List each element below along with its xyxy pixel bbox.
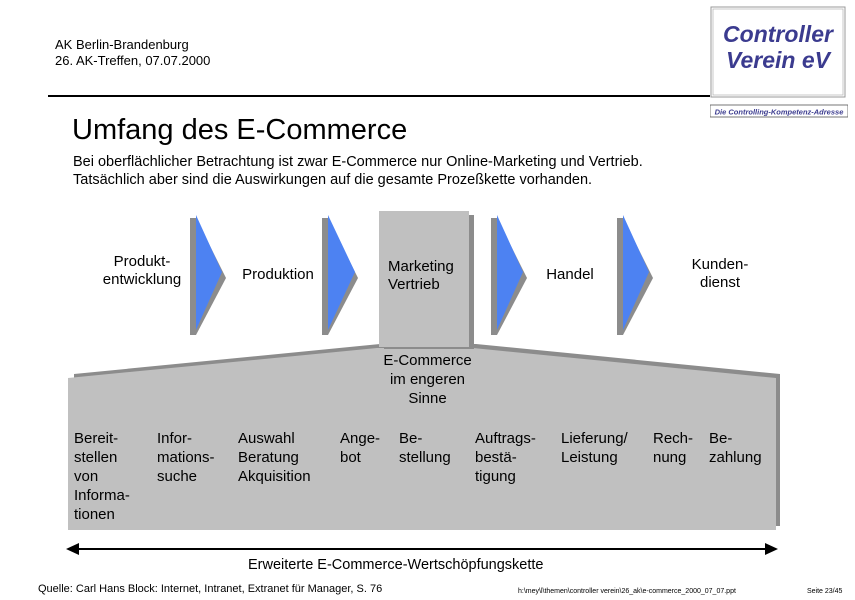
step-1-line-5: tionen <box>74 506 115 523</box>
stage-produktentwicklung: Produkt- entwicklung <box>92 253 192 289</box>
page-title: Umfang des E-Commerce <box>72 114 408 146</box>
process-arrows <box>190 215 653 335</box>
step-1-line-3: von <box>74 468 99 485</box>
footer-file-path: h:\mey\l\themen\controller verein\26_ak\… <box>518 588 736 595</box>
stage-handel: Handel <box>538 266 602 284</box>
step-bezahlung: Be- zahlung <box>709 429 762 467</box>
arrow-2 <box>322 215 358 335</box>
header-line-1: AK Berlin-Brandenburg <box>55 37 189 52</box>
step-8-line-2: nung <box>653 449 687 466</box>
ecommerce-narrow-label: E-Commerce im engeren Sinne <box>370 351 485 408</box>
stage-kundendienst: Kunden- dienst <box>676 256 764 292</box>
step-lieferung: Lieferung/ Leistung <box>561 429 628 467</box>
controller-verein-logo: Controller Verein eV <box>710 6 846 98</box>
logo-tagline-banner: Die Controlling-Kompetenz-Adresse <box>710 104 848 118</box>
ecommerce-narrow-line-1: E-Commerce <box>383 352 472 369</box>
broad-ecommerce-area <box>68 348 776 530</box>
logo-tagline: Die Controlling-Kompetenz-Adresse <box>715 108 844 117</box>
step-7-line-1: Lieferung/ <box>561 430 628 447</box>
step-3-line-2: Beratung <box>238 449 299 466</box>
step-6-line-3: tigung <box>475 468 516 485</box>
stage-1-line-2: entwicklung <box>102 271 182 288</box>
step-3-line-3: Akquisition <box>238 468 311 485</box>
marketing-column <box>379 211 469 347</box>
step-informationssuche: Infor- mations- suche <box>157 429 215 486</box>
step-bestellung: Be- stellung <box>399 429 451 467</box>
step-1-line-2: stellen <box>74 449 118 466</box>
logo-text-2: Verein eV <box>726 47 832 73</box>
step-rechnung: Rech- nung <box>653 429 693 467</box>
stage-5-line-2: dienst <box>699 274 741 291</box>
step-bereitstellen: Bereit- stellen von Informa- tionen <box>74 429 130 524</box>
step-2-line-3: suche <box>157 468 198 485</box>
footer-page-number: Seite 23/45 <box>807 588 843 595</box>
intro-line-1: Bei oberflächlicher Betrachtung ist zwar… <box>73 154 643 170</box>
stage-3-line-1: Marketing <box>388 258 454 275</box>
stage-5-line-1: Kunden- <box>691 256 749 273</box>
footer-source: Quelle: Carl Hans Block: Internet, Intra… <box>38 583 383 595</box>
step-4-line-1: Ange- <box>340 430 381 447</box>
step-8-line-1: Rech- <box>653 430 694 447</box>
step-6-line-2: bestä- <box>475 449 517 466</box>
step-1-line-1: Bereit- <box>74 430 119 447</box>
step-auftragsbestaetigung: Auftrags- bestä- tigung <box>475 429 536 486</box>
arrow-3 <box>491 215 527 335</box>
step-angebot: Ange- bot <box>340 429 380 467</box>
stage-marketing-vertrieb: Marketing Vertrieb <box>388 258 468 294</box>
step-9-line-2: zahlung <box>709 449 762 466</box>
step-6-line-1: Auftrags- <box>475 430 536 447</box>
ecommerce-narrow-line-2: im engeren <box>389 371 466 388</box>
step-5-line-1: Be- <box>399 430 423 447</box>
value-chain-label: Erweiterte E-Commerce-Wertschöpfungskett… <box>248 557 544 573</box>
stage-2-line-1: Produktion <box>242 266 314 283</box>
ecommerce-narrow-line-3: Sinne <box>408 390 447 407</box>
step-2-line-2: mations- <box>157 449 215 466</box>
stage-1-line-1: Produkt- <box>113 253 171 270</box>
logo-text-1: Controller <box>723 21 834 47</box>
step-9-line-1: Be- <box>709 430 733 447</box>
stage-4-line-1: Handel <box>546 266 594 283</box>
arrow-4 <box>617 215 653 335</box>
intro-line-2: Tatsächlich aber sind die Auswirkungen a… <box>73 172 593 188</box>
stage-3-line-2: Vertrieb <box>388 276 440 293</box>
header-rule <box>48 95 710 97</box>
step-3-line-1: Auswahl <box>238 430 295 447</box>
step-auswahl: Auswahl Beratung Akquisition <box>238 429 311 486</box>
step-7-line-2: Leistung <box>561 449 618 466</box>
arrow-1 <box>190 215 226 335</box>
stage-produktion: Produktion <box>232 266 324 284</box>
chain-double-arrow <box>66 543 778 555</box>
header-line-2: 26. AK-Treffen, 07.07.2000 <box>55 53 211 68</box>
step-1-line-4: Informa- <box>74 487 130 504</box>
step-2-line-1: Infor- <box>157 430 193 447</box>
step-5-line-2: stellung <box>399 449 451 466</box>
step-4-line-2: bot <box>340 449 361 466</box>
